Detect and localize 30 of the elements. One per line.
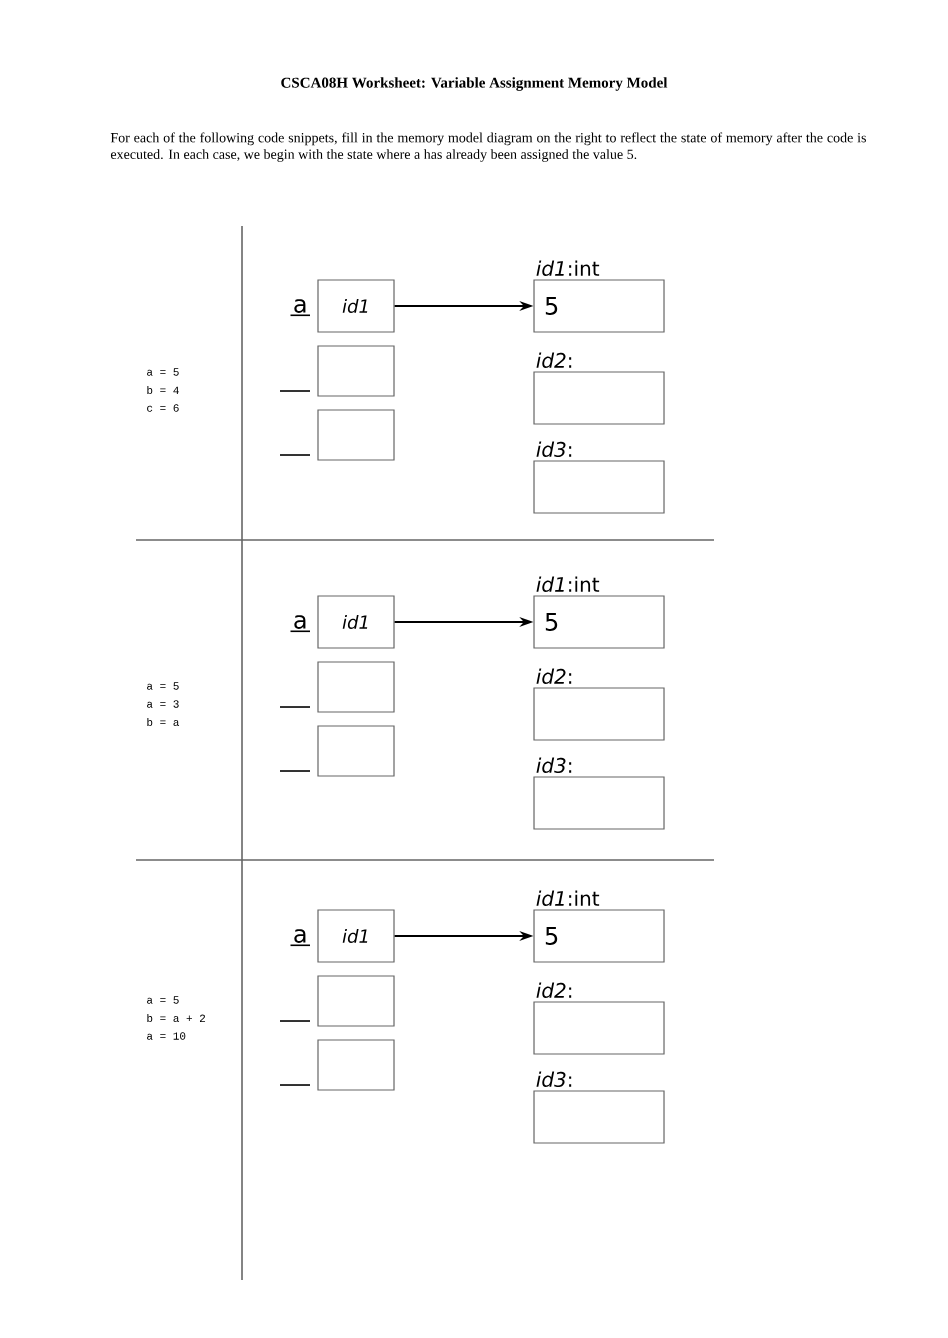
node-label: id1:int	[536, 260, 600, 276]
empty-box	[317, 661, 395, 713]
object-box: id3:	[533, 757, 665, 830]
object-box: 5 id1:int	[533, 260, 665, 333]
variable-box: id1	[317, 279, 395, 333]
node-label: id3:	[536, 1071, 572, 1088]
object-box: id2:	[533, 668, 665, 741]
empty-box	[317, 725, 395, 777]
object-box: id3:	[533, 1071, 665, 1144]
object-box: id2:	[533, 352, 665, 425]
node-label: id3:	[536, 441, 572, 457]
variable-box: id1	[317, 909, 395, 963]
variable-name: a	[289, 299, 311, 317]
object-box: 5 id1:int	[533, 890, 665, 963]
empty-box	[317, 409, 395, 461]
node-label: id1:int	[536, 576, 600, 593]
variable-box: id1	[317, 595, 395, 649]
empty-box	[317, 975, 395, 1027]
object-box: 5 id1:int	[533, 576, 665, 649]
object-box: id2:	[533, 982, 665, 1055]
node-label: id1:int	[536, 890, 600, 907]
variable-name: a	[289, 929, 311, 947]
node-label: id2:	[536, 668, 572, 685]
node-label: id3:	[536, 757, 572, 774]
object-box: id3:	[533, 441, 665, 514]
empty-box	[317, 345, 395, 397]
node-label: id2:	[536, 352, 572, 368]
node-label: id2:	[536, 982, 572, 999]
empty-box	[317, 1039, 395, 1091]
variable-name: a	[289, 615, 311, 633]
